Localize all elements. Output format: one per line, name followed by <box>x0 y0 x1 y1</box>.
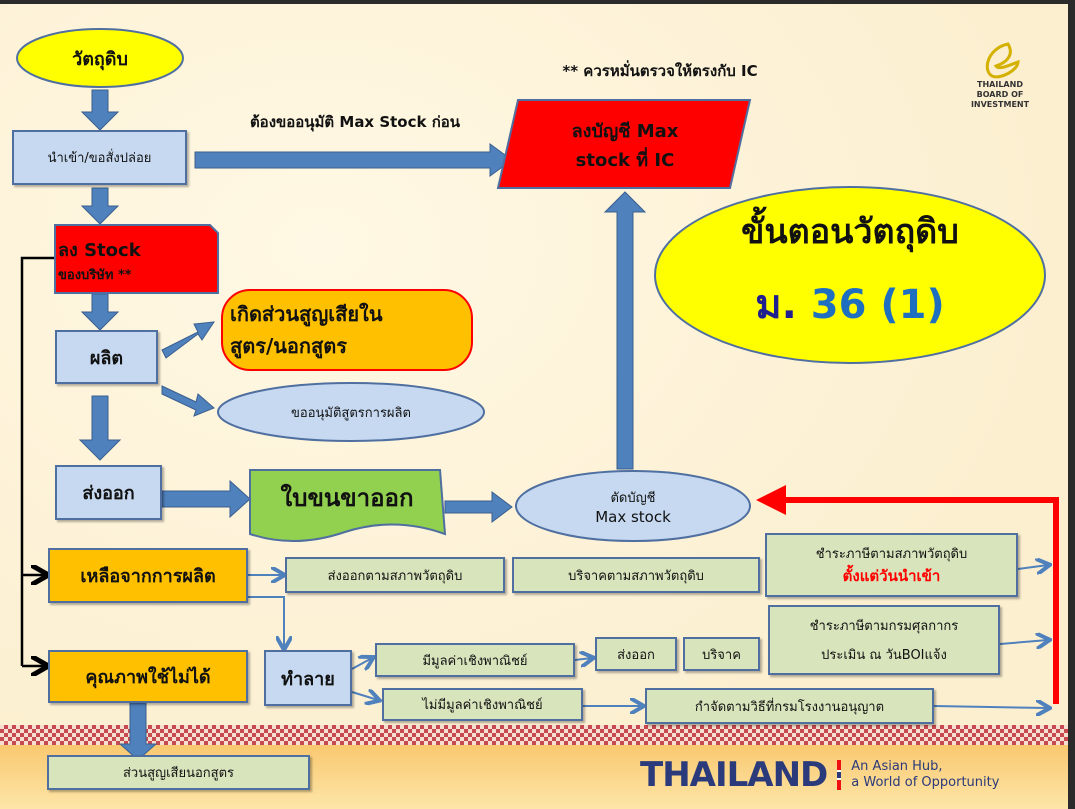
connector-arrows <box>16 28 1059 761</box>
title-line1: ขั้นตอนวัตถุดิบ <box>741 212 959 252</box>
value-export-node: ส่งออก <box>595 637 677 671</box>
title-section: 36 (1) <box>810 282 945 328</box>
checkered-band <box>0 725 1068 745</box>
title-prefix: ม. <box>755 282 797 328</box>
boi-logo: THAILAND BOARD OF INVESTMENT <box>960 40 1040 110</box>
leftover-tax-line1: ชำระภาษีตามสภาพวัตถุดิบ <box>815 546 968 562</box>
outside-loss-node: ส่วนสูญเสียนอกสูตร <box>47 755 310 790</box>
loss-line2: สูตร/นอกสูตร <box>230 334 347 358</box>
produce-node: ผลิต <box>55 330 158 384</box>
cut-line2: Max stock <box>595 507 671 526</box>
value-tax-node: ชำระภาษีตามกรมศุลกากรประเมิน ณ วันBOIแจ้… <box>768 605 1000 675</box>
ic-line2: stock ที่ IC <box>575 150 675 171</box>
butterfly-logo-icon <box>985 42 1020 79</box>
cut-account-node: ตัดบัญชีMax stock <box>520 476 746 536</box>
stock-node: ลง Stock ของบริษัท ** <box>58 228 208 292</box>
value-tax-line1: ชำระภาษีตามกรมศุลกากร <box>809 619 959 634</box>
ic-parallelogram <box>496 99 752 189</box>
loss-line1: เกิดส่วนสูญเสียใน <box>230 302 383 326</box>
raw-material-node: วัตถุดิบ <box>72 48 128 70</box>
cut-line1: ตัดบัญชี <box>610 490 656 506</box>
leftover-tax-line2: ตั้งแต่วันนำเข้า <box>842 566 941 585</box>
thailand-brand: THAILAND An Asian Hub,a World of Opportu… <box>640 752 1060 798</box>
export-node: ส่งออก <box>55 465 162 520</box>
ic-node: ลงบัญชี Max stock ที่ IC <box>520 114 730 176</box>
brand-text: THAILAND <box>640 755 828 795</box>
stock-line2: ของบริษัท ** <box>58 268 132 283</box>
export-doc-node: ใบขนขาออก <box>280 483 414 512</box>
no-commercial-value-node: ไม่มีมูลค่าเชิงพาณิชย์ <box>382 688 583 721</box>
commercial-value-node: มีมูลค่าเชิงพาณิชย์ <box>375 643 575 677</box>
logo-text-1: THAILAND <box>977 80 1023 89</box>
defective-node: คุณภาพใช้ไม่ได้ <box>48 650 248 703</box>
leftover-tax-node: ชำระภาษีตามสภาพวัตถุดิบตั้งแต่วันนำเข้า <box>765 533 1018 597</box>
leftover-export-node: ส่งออกตามสภาพวัตถุดิบ <box>285 557 505 593</box>
leftover-donate-node: บริจาคตามสภาพวัตถุดิบ <box>512 557 760 593</box>
destroy-node: ทำลาย <box>264 650 352 706</box>
tagline-2: a World of Opportunity <box>851 775 1000 790</box>
logo-text-2: BOARD OF <box>976 90 1024 99</box>
flag-bar-icon <box>837 760 842 790</box>
stock-line1: ลง Stock <box>58 240 141 261</box>
import-node: นำเข้า/ขอสั่งปล่อย <box>12 130 187 185</box>
value-donate-node: บริจาค <box>683 637 760 671</box>
slide: THAILAND BOARD OF INVESTMENT วัตถุดิบ นำ… <box>0 4 1068 809</box>
formula-node: ขออนุมัติสูตรการผลิต <box>291 405 411 421</box>
check-note: ** ควรหมั่นตรวจให้ตรงกับ IC <box>562 62 758 80</box>
approve-note: ต้องขออนุมัติ Max Stock ก่อน <box>249 113 461 131</box>
dispose-node: กำจัดตามวิธีที่กรมโรงงานอนุญาต <box>645 688 934 724</box>
title: ขั้นตอนวัตถุดิบ ม. 36 (1) <box>660 200 1040 340</box>
value-tax-line2: ประเมิน ณ วันBOIแจ้ง <box>821 648 947 663</box>
tagline-1: An Asian Hub, <box>851 759 943 774</box>
logo-text-3: INVESTMENT <box>970 100 1030 109</box>
leftover-node: เหลือจากการผลิต <box>48 548 248 603</box>
ic-line1: ลงบัญชี Max <box>571 121 679 142</box>
loss-node: เกิดส่วนสูญเสียในสูตร/นอกสูตร <box>230 294 466 366</box>
